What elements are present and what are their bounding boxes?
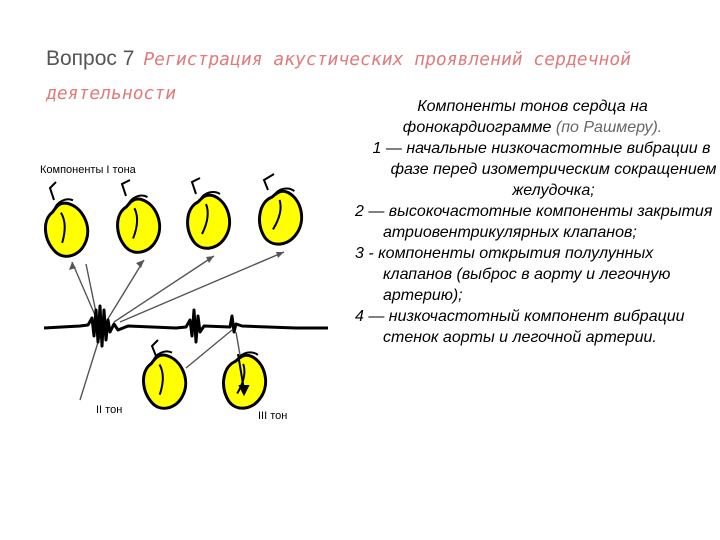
component-item-3: 3 - компоненты открытия полулунных клапа… xyxy=(355,245,671,304)
components-heading-reference: (по Рашмеру). xyxy=(555,119,663,136)
heart-diagram-1 xyxy=(39,195,94,261)
question-number: Вопрос 7 xyxy=(46,47,135,70)
heart-tone-components-text: Компоненты тонов сердца на фонокардиогра… xyxy=(345,96,720,348)
slide-title: Вопрос 7 Регистрация акустических проявл… xyxy=(46,40,686,108)
label-first-tone-components: Компоненты I тона xyxy=(40,164,136,176)
label-second-tone: II тон xyxy=(96,404,123,416)
component-item-1: 1 — начальные низкочастотные вибрации в … xyxy=(372,140,717,199)
heart-diagram-2 xyxy=(113,192,164,256)
phonocardiogram-trace xyxy=(43,304,328,348)
component-item-4: 4 — низкочастотный компонент вибрации ст… xyxy=(355,308,685,346)
components-heading: Компоненты тонов сердца на фонокардиогра… xyxy=(345,96,720,138)
heart-diagram-4 xyxy=(255,184,306,248)
question-topic: Регистрация акустических проявлений серд… xyxy=(46,49,631,104)
phonocardiogram-illustration xyxy=(39,173,328,413)
phonocardiogram-figure: Компоненты I тона II тон III тон xyxy=(36,160,332,430)
component-item-2: 2 — высокочастотные компоненты закрытия … xyxy=(355,203,713,241)
label-third-tone: III тон xyxy=(258,410,288,422)
heart-diagram-third-tone xyxy=(220,349,270,412)
components-heading-main: Компоненты тонов сердца на фонокардиогра… xyxy=(402,98,648,136)
heart-diagram-second-tone xyxy=(138,347,191,413)
heart-diagram-3 xyxy=(186,190,232,250)
